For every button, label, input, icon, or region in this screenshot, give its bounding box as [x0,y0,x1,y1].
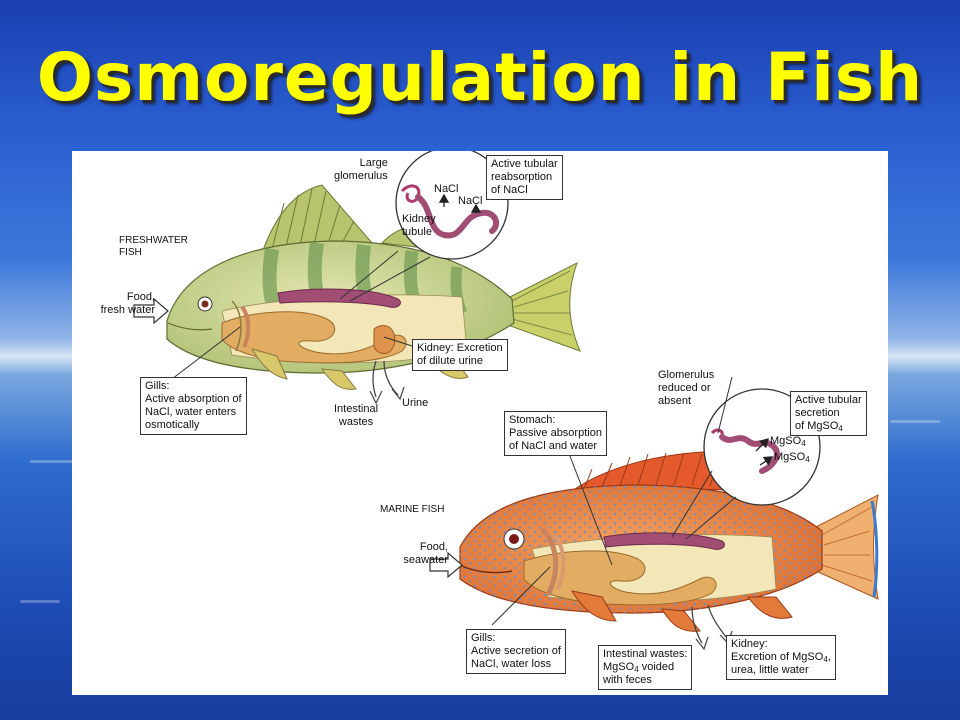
fw-food-label: Food, fresh water [100,291,155,316]
slide-title: Osmoregulation in Fish [36,39,924,116]
water-glint [890,420,940,423]
fw-tail [501,261,581,352]
water-glint [20,600,60,603]
fw-tubule-label: Kidney tubule [402,213,436,238]
freshwater-fish [133,184,581,405]
osmoregulation-figure: FRESHWATER FISH Food, fresh water Large … [72,151,888,695]
fw-glomerulus-label: Large glomerulus [334,157,388,182]
m-tail [815,494,879,600]
water-glint [30,460,90,463]
fw-kidney [277,288,401,308]
fw-gut [221,311,407,364]
m-secretion-box: Active tubular secretion of MgSO4 [790,391,867,436]
fw-nacl-label-2: NaCl [458,195,483,207]
m-intestinal-box: Intestinal wastes: MgSO4 voided with fec… [598,645,693,690]
m-food-label: Food, seawater [403,541,448,566]
fw-urine-label: Urine [402,397,429,409]
fw-kidney-inset [339,151,509,302]
m-mgso4-label-2: MgSO4 [774,451,810,464]
fw-food-arrow [133,297,169,325]
marine-fish-label: MARINE FISH [380,504,445,515]
m-glomerulus-label: Glomerulus reduced or absent [658,369,715,407]
fw-nacl-label-1: NaCl [434,183,459,195]
m-gills-box: Gills: Active secretion of NaCl, water l… [466,629,566,674]
fw-reabsorption-box: Active tubular reabsorption of NaCl [486,155,563,200]
m-stomach-box: Stomach: Passive absorption of NaCl and … [504,411,607,456]
fw-kidney-box: Kidney: Excretion of dilute urine [412,339,508,371]
fw-gills-box: Gills: Active absorption of NaCl, water … [140,377,247,435]
freshwater-fish-label: FRESHWATER FISH [119,235,188,258]
m-kidney [603,532,725,550]
m-mgso4-label-1: MgSO4 [770,435,806,448]
fw-intestinal-label: Intestinal wastes [334,403,379,428]
m-food-arrow [429,551,463,579]
m-kidney-box: Kidney: Excretion of MgSO4, urea, little… [726,635,836,680]
